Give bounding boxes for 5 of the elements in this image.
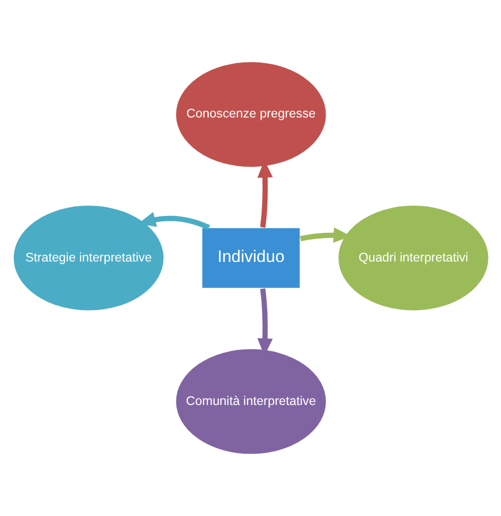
node-ellipse: Conoscenze pregresse <box>174 61 326 168</box>
node-ellipse: Comunità interpretative <box>174 348 326 455</box>
node-ellipse: Strategie interpretative <box>12 204 164 312</box>
node-ellipse: Quadri interpretativi <box>336 204 489 312</box>
node-box: Individuo <box>200 227 300 289</box>
